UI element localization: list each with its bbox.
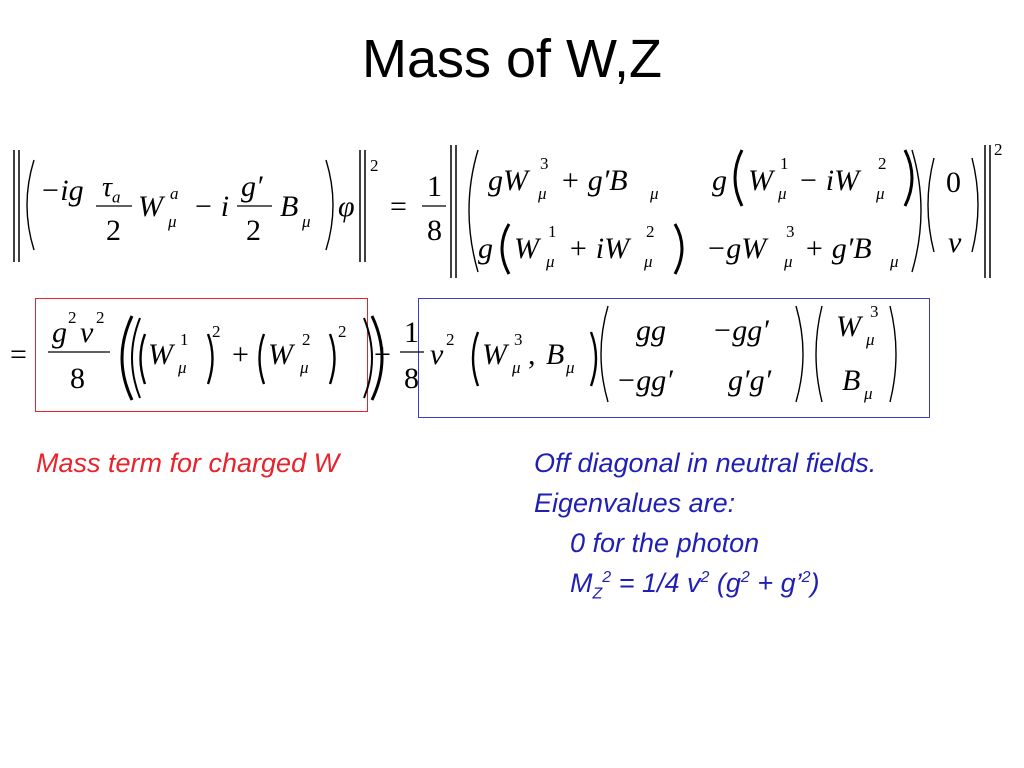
charged-num-v-sup: 2	[96, 308, 105, 327]
m-r1c2-mid: − iW	[798, 164, 860, 197]
m-r2c2-rest: + g′B	[804, 232, 872, 265]
m-r2c2-sub: μ	[784, 252, 793, 271]
charged-term-box	[35, 298, 368, 412]
m-r1c1-sub: μ	[538, 184, 547, 203]
m-r2c1-sub2: μ	[644, 252, 653, 271]
neutral-m22: g′g′	[728, 364, 772, 397]
charged-num-g-sup: 2	[68, 308, 77, 327]
slide-title: Mass of W,Z	[361, 29, 663, 89]
lhs-tau: τa	[102, 172, 121, 207]
m-r2c1-sup1: 1	[548, 222, 557, 241]
lhs-norm-bars	[13, 145, 991, 278]
vector-top: 0	[946, 166, 961, 199]
m-r1c2-sup1: 1	[780, 154, 789, 173]
lhs-square: 2	[370, 156, 379, 175]
charged-plus: +	[232, 338, 249, 371]
neutral-W-sub: μ	[512, 358, 521, 377]
m-r2c1-sub1: μ	[546, 252, 555, 271]
neutral-vec-B-sub: μ	[864, 384, 873, 403]
neutral-vec-W: W	[836, 310, 861, 343]
m-r1c2-sup2: 2	[878, 154, 887, 173]
charged-W1-sub: μ	[178, 358, 187, 377]
m-r1c2-W: W	[748, 164, 773, 197]
m-r1c2-sub1: μ	[778, 184, 787, 203]
m-r2c2-sup: 3	[786, 222, 795, 241]
neutral-note-line2: Eigenvalues are:	[534, 488, 736, 518]
m-r1c1: gW	[488, 164, 528, 197]
eq2-strokes	[48, 305, 897, 403]
eq2-plus: +	[374, 338, 391, 371]
lhs-minus-ig: −ig	[40, 174, 84, 207]
neutral-W: W	[482, 338, 507, 371]
lhs-B-sub: μ	[302, 212, 311, 231]
neutral-v-sup: 2	[446, 330, 455, 349]
neutral-comma: ,	[528, 338, 536, 371]
vector-bottom: v	[948, 226, 962, 259]
neutral-note-line1: Off diagonal in neutral fields.	[534, 448, 877, 478]
eq1-frac-den: 8	[427, 214, 442, 247]
neutral-W-sup: 3	[514, 330, 523, 349]
m-r1c1-rest-sub: μ	[650, 184, 659, 203]
charged-W2-sup: 2	[302, 330, 311, 349]
neutral-term-box	[418, 298, 930, 418]
lhs-phi: φ	[338, 190, 355, 223]
m-r2c1-mid: + iW	[568, 232, 630, 265]
lhs-W-sub: μ	[168, 212, 177, 231]
charged-W2-sq: 2	[338, 322, 347, 341]
neutral-B-sub: μ	[566, 358, 575, 377]
m-r2c1-sup2: 2	[646, 222, 655, 241]
m-r2c1-W: W	[514, 232, 539, 265]
charged-note: Mass term for charged W	[36, 448, 340, 478]
charged-W1-sq: 2	[212, 322, 221, 341]
lhs-two-b: 2	[246, 214, 261, 247]
lhs-gprime: g′	[241, 170, 263, 203]
charged-W1: W	[148, 338, 173, 371]
m-r1c1-sup: 3	[540, 154, 549, 173]
lhs-B: B	[280, 190, 299, 223]
neutral-note-line3: 0 for the photon	[570, 528, 760, 558]
charged-W1-sup: 1	[180, 330, 189, 349]
neutral-v: v	[430, 338, 444, 371]
m-r1c2-g: g	[712, 164, 727, 197]
charged-num-v: v	[80, 316, 94, 349]
m-r2c2-rest-sub: μ	[890, 252, 899, 271]
neutral-note-line4: MZ2 = 1/4 v2 (g2 + g’2)	[570, 568, 820, 603]
m-r2c2: −gW	[706, 232, 767, 265]
neutral-m21: −gg′	[616, 364, 673, 397]
neutral-m11: gg	[636, 314, 666, 347]
eq1-frac-num: 1	[427, 170, 442, 203]
lhs-minus-i: − i	[193, 190, 230, 223]
m-r2c1-g: g	[478, 232, 493, 265]
neutral-B: B	[546, 338, 565, 371]
charged-W2-sub: μ	[300, 358, 309, 377]
neutral-vec-W-sub: μ	[866, 330, 875, 349]
charged-num-g: g	[52, 316, 67, 349]
neutral-vec-W-sup: 3	[870, 302, 879, 321]
charged-W2: W	[268, 338, 293, 371]
neutral-frac-den: 8	[404, 362, 419, 395]
charged-den: 8	[70, 362, 85, 395]
eq2-equals: =	[10, 338, 27, 371]
lhs-W: W	[138, 190, 163, 223]
lhs-two: 2	[106, 214, 121, 247]
neutral-frac-num: 1	[404, 316, 419, 349]
m-r1c2-sub2: μ	[876, 184, 885, 203]
lhs-W-sup: a	[170, 184, 179, 203]
eq1-equals: =	[390, 190, 407, 223]
m-r1c1-rest: + g′B	[560, 164, 628, 197]
neutral-m12: −gg′	[712, 314, 769, 347]
neutral-vec-B: B	[842, 364, 861, 397]
rhs-square: 2	[994, 140, 1003, 159]
